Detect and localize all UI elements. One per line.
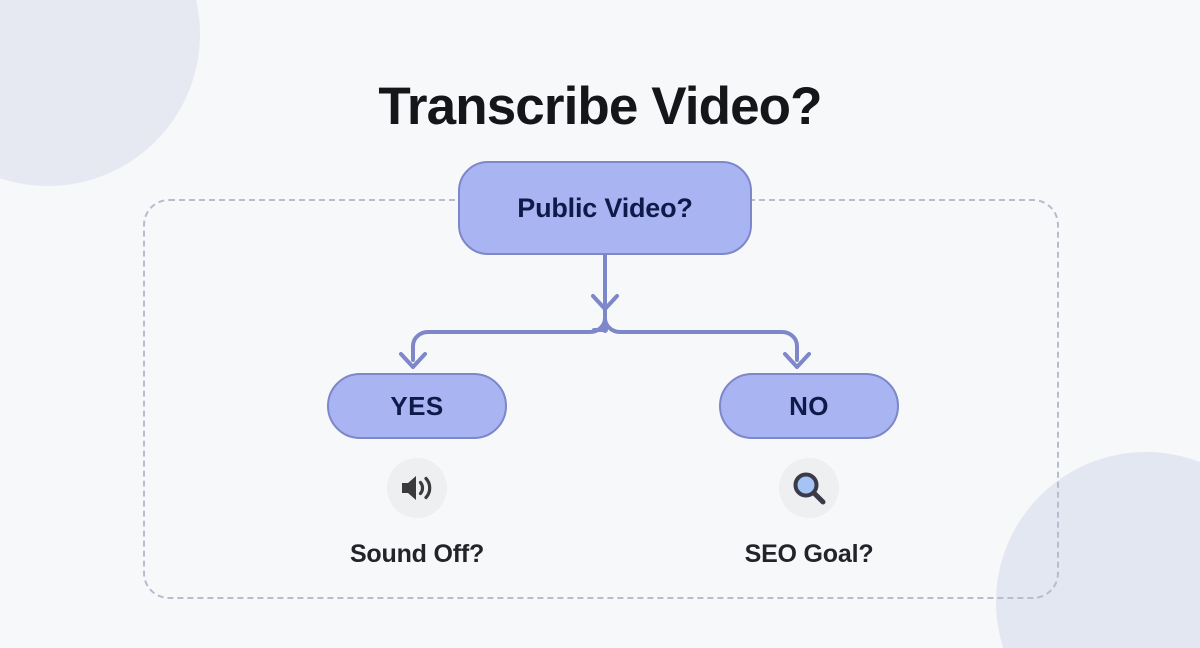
leaf-sound-off-caption: Sound Off? bbox=[349, 540, 485, 568]
node-public-video-label: Public Video? bbox=[517, 192, 693, 223]
node-yes[interactable]: YES bbox=[327, 373, 507, 439]
node-yes-label: YES bbox=[390, 390, 444, 421]
node-no[interactable]: NO bbox=[719, 373, 899, 439]
leaf-seo-goal-caption: SEO Goal? bbox=[744, 540, 874, 568]
speaker-icon-badge bbox=[387, 458, 447, 518]
node-no-label: NO bbox=[789, 390, 829, 421]
leaf-seo-goal: SEO Goal? bbox=[689, 458, 929, 569]
leaf-sound-off: Sound Off? bbox=[297, 458, 537, 569]
magnifier-icon bbox=[793, 472, 826, 505]
node-public-video[interactable]: Public Video? bbox=[458, 161, 752, 255]
speaker-icon bbox=[402, 476, 432, 500]
magnifier-icon-badge bbox=[779, 458, 839, 518]
page-title: Transcribe Video? bbox=[378, 76, 822, 136]
